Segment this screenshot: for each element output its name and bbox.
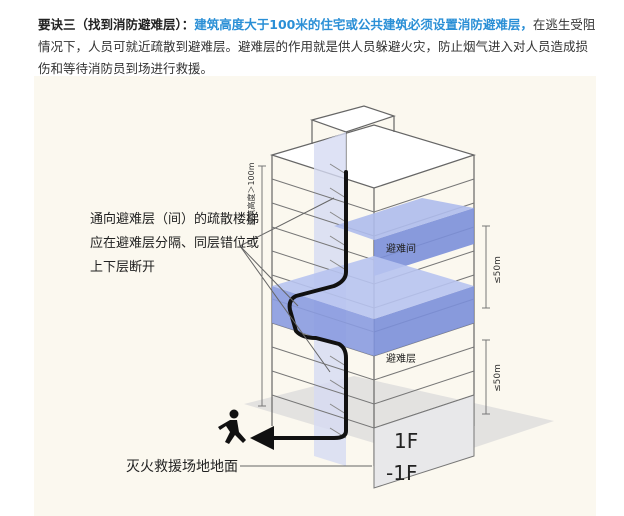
running-person-icon bbox=[218, 409, 246, 444]
refuge-room-top bbox=[334, 198, 474, 240]
height-label: 建筑高度＞100m bbox=[246, 162, 256, 225]
height-dimension bbox=[258, 165, 266, 407]
intro-body: 在逃生受阻情况下，人员可就近疏散到避难层。避难层的作用就是供人员躲避火灾，防止烟… bbox=[38, 17, 596, 76]
spacing-bottom-label: ≤50m bbox=[493, 364, 503, 392]
floor-b1-label: -1F bbox=[386, 461, 417, 485]
floor-1f-label: 1F bbox=[394, 429, 418, 453]
refuge-floor-top bbox=[272, 256, 474, 319]
refuge-room-block bbox=[374, 208, 474, 276]
building-outline bbox=[269, 105, 476, 466]
refuge-floor-diagram: 建筑高度＞100m ≤50m ≤50m 避难间 避难层 1F -1F 通向避难层… bbox=[34, 76, 596, 516]
spacing-top-label: ≤50m bbox=[493, 256, 503, 284]
intro-key-requirement: 建筑高度大于100米的住宅或公共建筑必须设置消防避难层， bbox=[194, 17, 533, 32]
refuge-floor-right bbox=[374, 286, 474, 356]
basement-block bbox=[373, 394, 475, 489]
ground-label: 灭火救援场地地面 bbox=[126, 459, 238, 475]
refuge-room-label: 避难间 bbox=[386, 242, 416, 255]
refuge-floor-label: 避难层 bbox=[386, 352, 416, 365]
stair-callout: 通向避难层（间）的疏散楼梯应在避难层分隔、同层错位或上下层断开 bbox=[90, 212, 260, 275]
spacing-dimensions bbox=[482, 225, 490, 415]
intro-paragraph: 要诀三（找到消防避难层）：建筑高度大于100米的住宅或公共建筑必须设置消防避难层… bbox=[38, 14, 598, 80]
refuge-floor-left bbox=[272, 286, 374, 356]
building-illustration: 建筑高度＞100m ≤50m ≤50m 避难间 避难层 1F -1F bbox=[218, 105, 554, 489]
stair-steps bbox=[329, 163, 347, 439]
intro-lead: 要诀三（找到消防避难层）： bbox=[38, 17, 195, 32]
callout-leaders bbox=[239, 197, 335, 373]
